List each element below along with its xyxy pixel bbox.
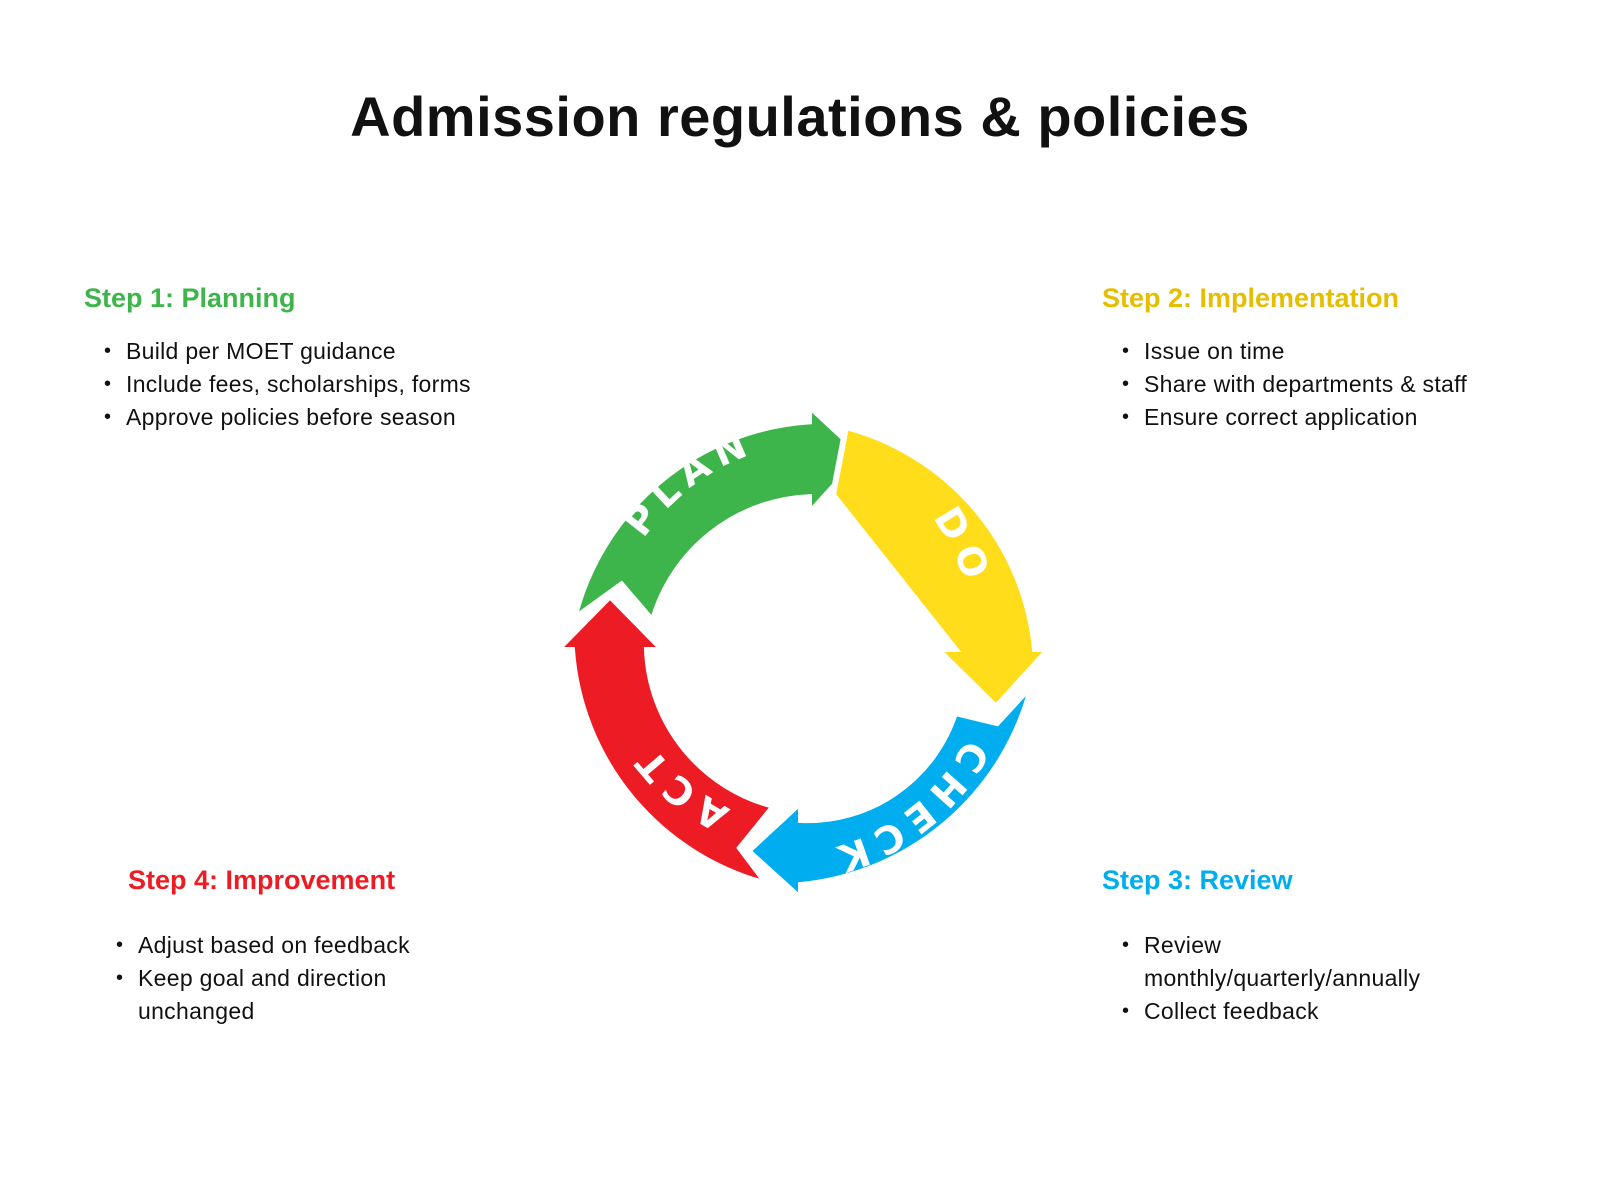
step-review: Step 3: Review Review monthly/quarterly/… <box>1102 862 1502 1028</box>
step-heading: Step 1: Planning <box>84 283 296 313</box>
act-arrow <box>549 591 780 890</box>
step-implementation: Step 2: Implementation Issue on time Sha… <box>1102 280 1482 434</box>
step-planning: Step 1: Planning Build per MOET guidance… <box>84 280 544 434</box>
step-improvement: Step 4: Improvement Adjust based on feed… <box>116 862 508 1028</box>
plan-arrow <box>569 398 867 628</box>
step-heading: Step 3: Review <box>1102 865 1293 895</box>
bullet-item: Share with departments & staff <box>1122 368 1482 401</box>
page-title: Admission regulations & policies <box>350 85 1250 148</box>
bullet-item: Adjust based on feedback <box>116 929 508 962</box>
bullet-item: Issue on time <box>1122 335 1482 368</box>
step-bullet-list: Build per MOET guidance Include fees, sc… <box>84 335 544 434</box>
step-bullet-list: Review monthly/quarterly/annually Collec… <box>1102 929 1502 1028</box>
bullet-item: Collect feedback <box>1122 995 1502 1028</box>
step-bullet-list: Issue on time Share with departments & s… <box>1102 335 1482 434</box>
bullet-item: Build per MOET guidance <box>104 335 544 368</box>
do-arrow <box>829 423 1056 712</box>
bullet-item: Approve policies before season <box>104 401 544 434</box>
bullet-item: Ensure correct application <box>1122 401 1482 434</box>
check-arrow <box>743 682 1035 906</box>
step-heading: Step 4: Improvement <box>128 865 396 895</box>
bullet-item: Review monthly/quarterly/annually <box>1122 929 1502 995</box>
bullet-item: Include fees, scholarships, forms <box>104 368 544 401</box>
step-heading: Step 2: Implementation <box>1102 283 1400 313</box>
bullet-item: Keep goal and direction unchanged <box>116 962 508 1028</box>
check-label: CHECK <box>826 733 998 882</box>
step-bullet-list: Adjust based on feedback Keep goal and d… <box>116 929 508 1028</box>
